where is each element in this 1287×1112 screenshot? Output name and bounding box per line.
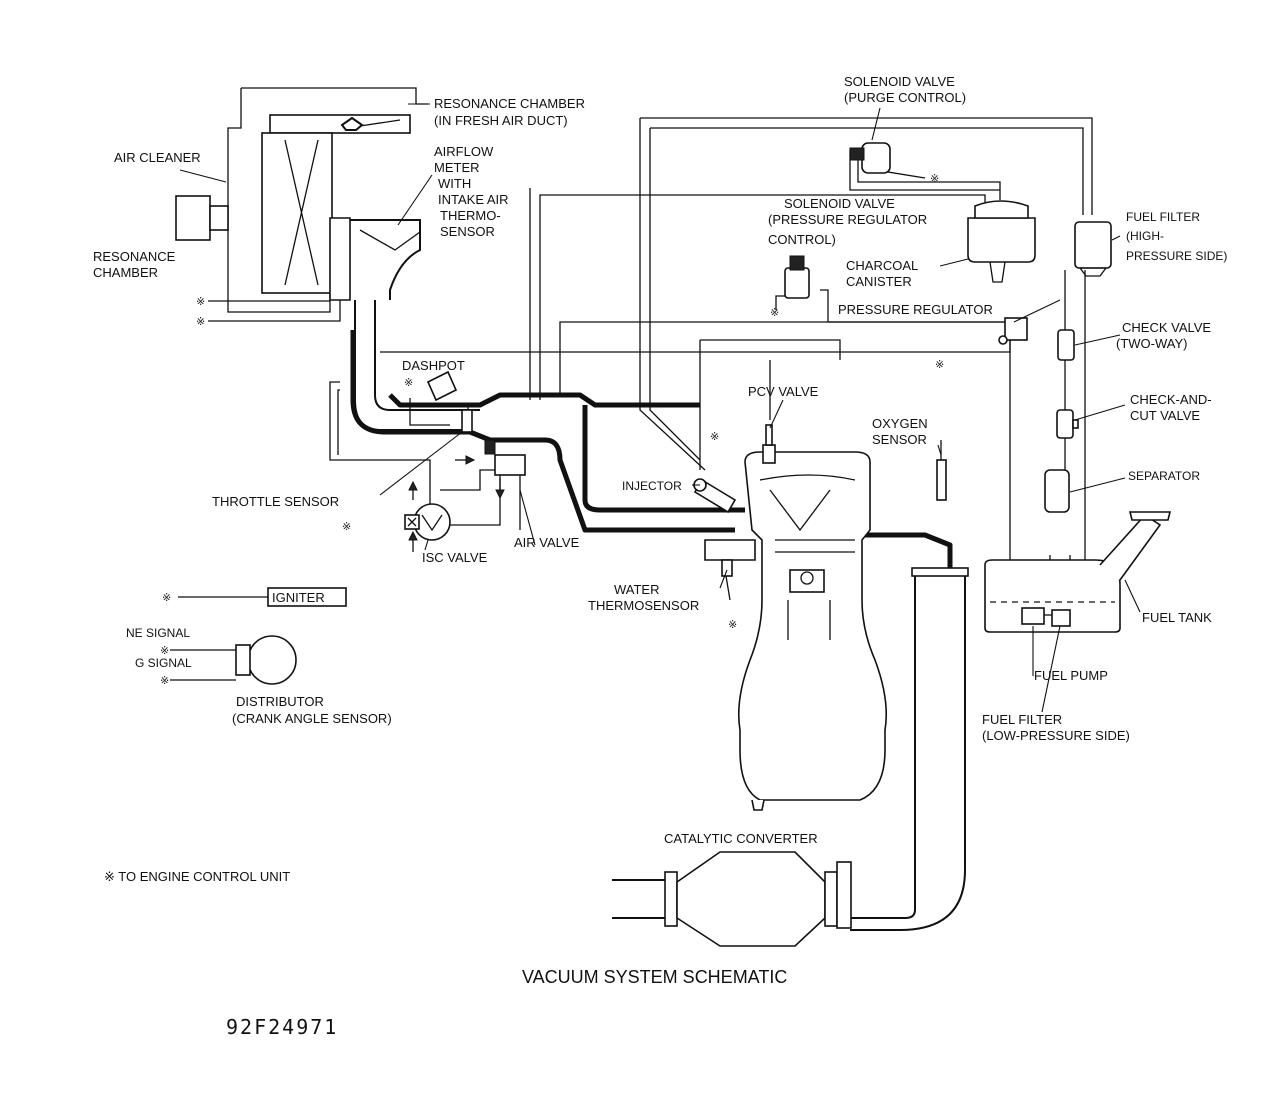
label-resonance-chamber-fresh: RESONANCE CHAMBER bbox=[434, 96, 585, 111]
ecu-marker: ※ bbox=[160, 644, 169, 657]
label-charcoal-canister: CHARCOAL bbox=[846, 258, 918, 273]
separator bbox=[1044, 469, 1070, 513]
label-resonance-chamber-2: CHAMBER bbox=[93, 265, 158, 280]
label-solenoid-pressure-sub: (PRESSURE REGULATOR bbox=[768, 212, 927, 227]
ecu-marker: ※ bbox=[196, 315, 205, 328]
label-injector: INJECTOR bbox=[622, 479, 682, 493]
label-airflow-meter-4: INTAKE AIR bbox=[438, 192, 509, 207]
exhaust-pipe bbox=[612, 567, 969, 931]
check-and-cut-valve bbox=[1056, 409, 1079, 439]
ecu-marker: ※ bbox=[160, 674, 169, 687]
dashpot bbox=[426, 370, 458, 402]
label-distributor: DISTRIBUTOR bbox=[236, 694, 324, 709]
label-airflow-meter-3: WITH bbox=[438, 176, 471, 191]
ecu-marker: ※ bbox=[196, 295, 205, 308]
distributor bbox=[170, 635, 297, 685]
label-ne-signal: NE SIGNAL bbox=[126, 626, 190, 640]
label-catalytic-converter: CATALYTIC CONVERTER bbox=[664, 831, 818, 846]
solenoid-valve-purge bbox=[849, 142, 926, 179]
fuel-tank bbox=[984, 511, 1172, 633]
ecu-markers: ※ ※ ※ ※ ※ ※ ※ ※ ※ ※ ※ ※ bbox=[160, 172, 944, 687]
label-check-and-cut: CHECK-AND- bbox=[1130, 392, 1212, 407]
check-valve-two-way bbox=[1057, 329, 1075, 361]
label-air-valve: AIR VALVE bbox=[514, 535, 580, 550]
label-distributor-2: (CRANK ANGLE SENSOR) bbox=[232, 711, 392, 726]
vacuum-hoses bbox=[208, 117, 1093, 610]
label-fuel-filter-low: FUEL FILTER bbox=[982, 712, 1062, 727]
ecu-marker: ※ bbox=[342, 520, 351, 533]
label-check-valve: CHECK VALVE bbox=[1122, 320, 1211, 335]
label-solenoid-purge: SOLENOID VALVE bbox=[844, 74, 955, 89]
label-fuel-filter-high-3: PRESSURE SIDE) bbox=[1126, 249, 1227, 263]
leader-lines bbox=[179, 103, 1141, 713]
air-valve bbox=[484, 439, 526, 476]
injector bbox=[693, 478, 737, 514]
ecu-marker: ※ bbox=[710, 430, 719, 443]
label-oxygen-sensor: OXYGEN bbox=[872, 416, 928, 431]
label-fuel-filter-high: FUEL FILTER bbox=[1126, 210, 1200, 224]
label-solenoid-purge-sub: (PURGE CONTROL) bbox=[844, 90, 966, 105]
label-oxygen-sensor-2: SENSOR bbox=[872, 432, 927, 447]
label-fuel-filter-low-2: (LOW-PRESSURE SIDE) bbox=[982, 728, 1130, 743]
diagram-title: VACUUM SYSTEM SCHEMATIC bbox=[522, 967, 787, 987]
ecu-marker: ※ bbox=[930, 172, 939, 185]
figure-code: 92F24971 bbox=[226, 1015, 338, 1039]
charcoal-canister bbox=[967, 200, 1036, 283]
label-separator: SEPARATOR bbox=[1128, 469, 1200, 483]
ecu-marker: ※ bbox=[404, 376, 413, 389]
throttle-sensor bbox=[461, 409, 473, 433]
label-air-cleaner: AIR CLEANER bbox=[114, 150, 201, 165]
ecu-marker: ※ bbox=[728, 618, 737, 631]
ecu-marker: ※ bbox=[162, 591, 171, 604]
label-check-valve-2: (TWO-WAY) bbox=[1116, 336, 1187, 351]
label-g-signal: G SIGNAL bbox=[135, 656, 192, 670]
pcv-valve bbox=[762, 424, 776, 464]
label-dashpot: DASHPOT bbox=[402, 358, 465, 373]
label-charcoal-canister-2: CANISTER bbox=[846, 274, 912, 289]
oxygen-sensor bbox=[936, 440, 947, 501]
solenoid-valve-pressure bbox=[775, 255, 810, 310]
label-igniter: IGNITER bbox=[272, 590, 325, 605]
air-cleaner-assembly bbox=[227, 87, 428, 313]
label-check-and-cut-2: CUT VALVE bbox=[1130, 408, 1200, 423]
pressure-regulator bbox=[998, 317, 1028, 345]
catalytic-converter bbox=[664, 851, 852, 947]
label-resonance-chamber: RESONANCE bbox=[93, 249, 176, 264]
fuel-filter-high bbox=[1074, 221, 1112, 277]
label-fuel-tank: FUEL TANK bbox=[1142, 610, 1212, 625]
label-isc-valve: ISC VALVE bbox=[422, 550, 488, 565]
label-resonance-chamber-fresh-sub: (IN FRESH AIR DUCT) bbox=[434, 113, 568, 128]
label-solenoid-pressure: SOLENOID VALVE bbox=[784, 196, 895, 211]
label-airflow-meter-5: THERMO- bbox=[440, 208, 501, 223]
igniter bbox=[178, 587, 347, 607]
label-water-thermosensor: WATER bbox=[614, 582, 660, 597]
label-airflow-meter-1: AIRFLOW bbox=[434, 144, 494, 159]
ecu-marker: ※ bbox=[935, 358, 944, 371]
engine bbox=[704, 451, 888, 811]
label-pressure-regulator: PRESSURE REGULATOR bbox=[838, 302, 993, 317]
label-solenoid-pressure-sub2: CONTROL) bbox=[768, 232, 836, 247]
label-water-thermosensor-2: THERMOSENSOR bbox=[588, 598, 699, 613]
isc-valve bbox=[404, 503, 451, 541]
label-fuel-filter-high-2: (HIGH- bbox=[1126, 229, 1164, 243]
ecu-marker: ※ bbox=[770, 306, 779, 319]
resonance-chamber bbox=[175, 195, 229, 241]
legend-note: ※ TO ENGINE CONTROL UNIT bbox=[104, 869, 290, 884]
labels: RESONANCE CHAMBER (IN FRESH AIR DUCT) AI… bbox=[93, 74, 1227, 1039]
flow-arrows bbox=[408, 455, 505, 552]
label-pcv-valve: PCV VALVE bbox=[748, 384, 819, 399]
label-throttle-sensor: THROTTLE SENSOR bbox=[212, 494, 339, 509]
label-airflow-meter-2: METER bbox=[434, 160, 480, 175]
label-fuel-pump: FUEL PUMP bbox=[1034, 668, 1108, 683]
label-airflow-meter-6: SENSOR bbox=[440, 224, 495, 239]
